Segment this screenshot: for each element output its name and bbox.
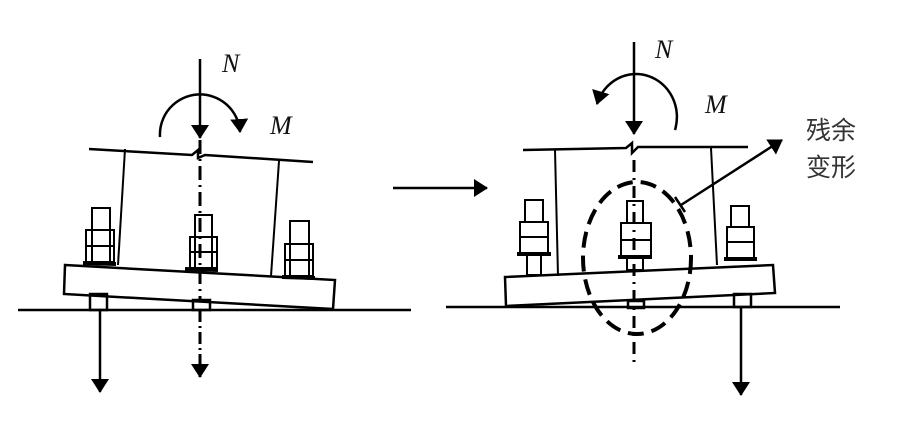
annotation-label-line2: 变形 — [806, 153, 856, 182]
axial-force-label: N — [221, 49, 241, 78]
web-right — [270, 160, 280, 277]
left-panel: N M — [18, 49, 411, 393]
anchor-bolt-left — [517, 199, 551, 276]
anchor-bolt-left — [82, 207, 117, 266]
annotation-leader-arrow — [680, 138, 783, 207]
moment-label: M — [704, 90, 728, 119]
axial-force-label: N — [654, 35, 674, 64]
leader-tick — [673, 196, 687, 213]
web-left — [117, 148, 126, 266]
right-panel: N M 残余 变形 — [446, 35, 856, 396]
anchor-left-bottom — [88, 292, 109, 312]
moment-arrow — [158, 93, 249, 138]
anchor-bolt-middle — [184, 214, 219, 272]
web-left — [554, 149, 559, 277]
moment-label: M — [269, 111, 293, 140]
annotation-label-line1: 残余 — [806, 116, 856, 145]
anchor-bolt-right — [724, 205, 757, 261]
anchor-right-bottom — [732, 292, 753, 309]
base-plate — [503, 263, 777, 308]
anchor-middle-bottom — [626, 299, 646, 310]
column-flange — [522, 140, 748, 157]
base-plate — [62, 263, 337, 311]
anchor-bolt-middle — [618, 200, 652, 271]
anchor-bolt-right — [281, 220, 316, 280]
moment-arrow — [592, 72, 679, 131]
web-right — [710, 147, 718, 266]
column-flange — [88, 147, 314, 164]
residual-deformation-zone — [581, 180, 693, 336]
